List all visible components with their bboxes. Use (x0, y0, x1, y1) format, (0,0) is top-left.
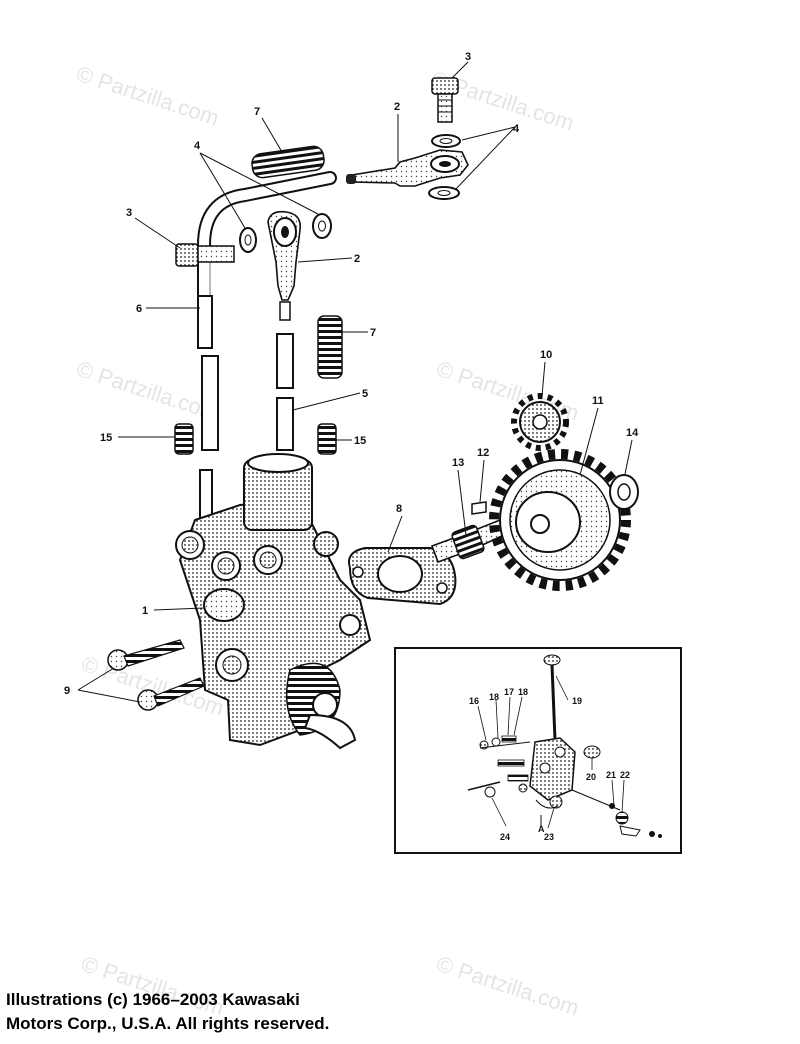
washer-left-a (239, 227, 257, 253)
banjo-fitting-left (267, 210, 302, 321)
banjo-bolt-left (175, 243, 235, 267)
pipe-segment-left-lower (201, 355, 219, 451)
banjo-bolt-top (431, 77, 459, 123)
screw-upper (107, 639, 185, 671)
callout-9: 9 (64, 685, 70, 697)
callout-16: 16 (469, 696, 479, 706)
callout-5: 5 (362, 388, 368, 400)
inset-diagram: A 16 18 17 18 19 20 21 22 23 24 (394, 647, 682, 854)
callout-24: 24 (500, 832, 510, 842)
pipe-segment-left-upper (197, 295, 213, 349)
callout-3-left: 3 (126, 207, 132, 219)
banjo-fitting-top (346, 149, 469, 187)
pipe-segment-center-upper (276, 333, 294, 389)
oil-pump-body (175, 453, 372, 750)
callout-17: 17 (504, 687, 514, 697)
watermark: © Partzilla.com (433, 356, 582, 426)
washer-top-lower (428, 186, 460, 200)
screw-lower (137, 677, 205, 711)
inset-a-mark: A (538, 824, 545, 834)
callout-19: 19 (572, 696, 582, 706)
callout-7-middle: 7 (370, 327, 376, 339)
watermark: © Partzilla.com (73, 356, 222, 426)
woodruff-key (471, 501, 487, 515)
callout-22: 22 (620, 770, 630, 780)
callout-12: 12 (477, 447, 489, 459)
leader-lines (77, 61, 633, 703)
callout-21: 21 (606, 770, 616, 780)
callout-2-top: 2 (394, 101, 400, 113)
washer-left-b (312, 213, 332, 239)
callout-18-b: 18 (518, 687, 528, 697)
pinion-shaft (430, 518, 508, 564)
spring-top (251, 145, 325, 179)
watermark: © Partzilla.com (433, 951, 582, 1021)
large-gear (489, 449, 631, 591)
callout-2-left: 2 (354, 253, 360, 265)
pump-gasket (348, 547, 457, 606)
small-gear (511, 393, 569, 451)
spring-middle (317, 315, 343, 379)
callout-18-a: 18 (489, 692, 499, 702)
spring-small-left (174, 423, 194, 455)
callout-11: 11 (592, 395, 604, 407)
copyright-notice: Illustrations (c) 1966–2003 Kawasaki Mot… (6, 988, 329, 1036)
callout-13: 13 (452, 457, 464, 469)
callout-15-left: 15 (100, 432, 112, 444)
callout-23: 23 (544, 832, 554, 842)
callout-labels: 3 2 4 7 4 3 2 6 7 5 15 15 10 11 14 12 13… (64, 51, 639, 697)
callout-4-top: 4 (513, 123, 520, 135)
callout-8: 8 (396, 503, 402, 515)
callout-10: 10 (540, 349, 552, 361)
pipe-segment-center-lower (276, 397, 294, 451)
copyright-line-1: Illustrations (c) 1966–2003 Kawasaki (6, 990, 300, 1009)
callout-14: 14 (626, 427, 639, 439)
callout-1: 1 (142, 605, 148, 617)
callout-15-right: 15 (354, 435, 366, 447)
callout-7-top: 7 (254, 106, 260, 118)
watermark: © Partzilla.com (73, 61, 222, 131)
callout-4-left: 4 (194, 140, 201, 152)
callout-6: 6 (136, 303, 142, 315)
callout-3-top: 3 (465, 51, 471, 63)
gear-washer (609, 474, 639, 510)
callout-20: 20 (586, 772, 596, 782)
spring-small-right (317, 423, 337, 455)
washer-top-upper (431, 134, 461, 148)
copyright-line-2: Motors Corp., U.S.A. All rights reserved… (6, 1014, 330, 1033)
